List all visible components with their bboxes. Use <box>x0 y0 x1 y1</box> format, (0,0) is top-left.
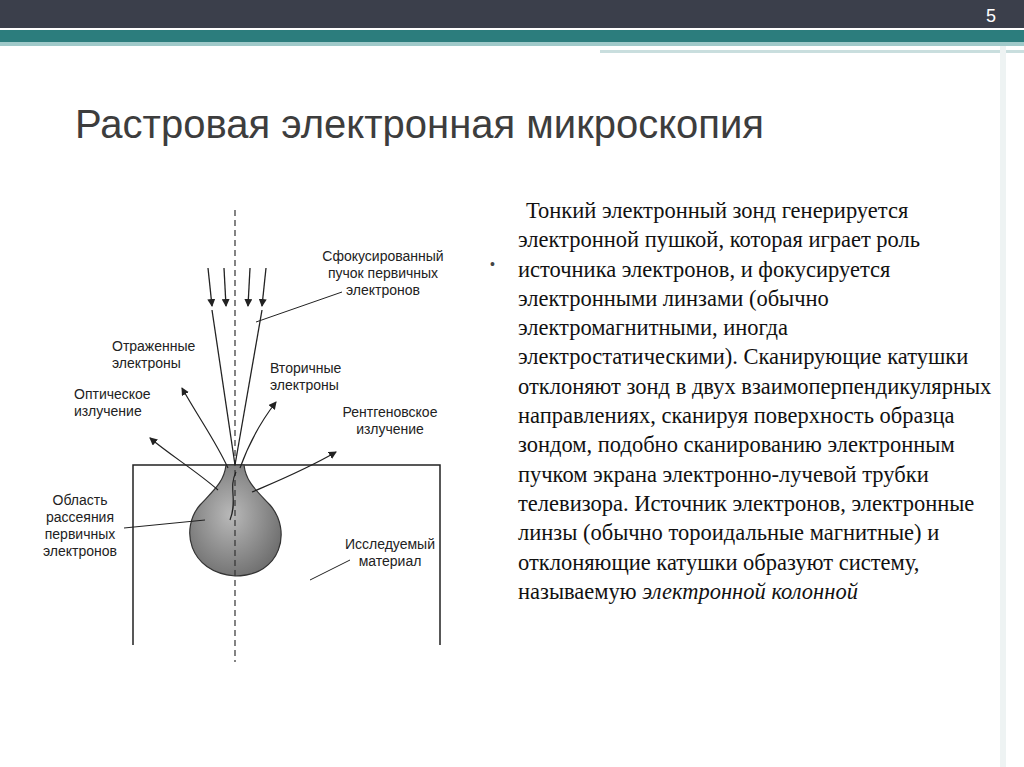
header-strip <box>0 30 1024 42</box>
header-line <box>600 50 1024 53</box>
body-paragraph: Тонкий электронный зонд генерируется эле… <box>518 196 996 606</box>
header-line <box>0 42 1024 46</box>
diagram-label: Рентгеновское излучение <box>330 404 450 438</box>
diagram-label: Сфокусированный пучок первичных электрон… <box>318 248 448 299</box>
beam-axis <box>234 210 235 662</box>
sample-outline <box>133 465 440 645</box>
primary-beam <box>208 268 266 465</box>
emission-arrows <box>150 388 336 520</box>
diagram-label: Вторичные электроны <box>270 360 360 394</box>
diagram-label: Область рассеяния первичных электронов <box>30 492 130 560</box>
diagram-label: Отраженные электроны <box>112 338 212 372</box>
header-bar <box>0 0 1024 28</box>
bullet-mark: • <box>490 256 510 273</box>
page-number: 5 <box>976 6 1006 26</box>
leader-lines <box>124 292 350 580</box>
paragraph-text: Тонкий электронный зонд генерируется эле… <box>518 198 991 604</box>
diagram-label: Исследуемый материал <box>340 536 440 570</box>
paragraph-term: электронной колонной <box>642 579 858 604</box>
diagram-label: Оптическое излучение <box>74 386 174 420</box>
slide-title: Растровая электронная микроскопия <box>75 100 975 148</box>
side-line <box>1000 46 1006 767</box>
